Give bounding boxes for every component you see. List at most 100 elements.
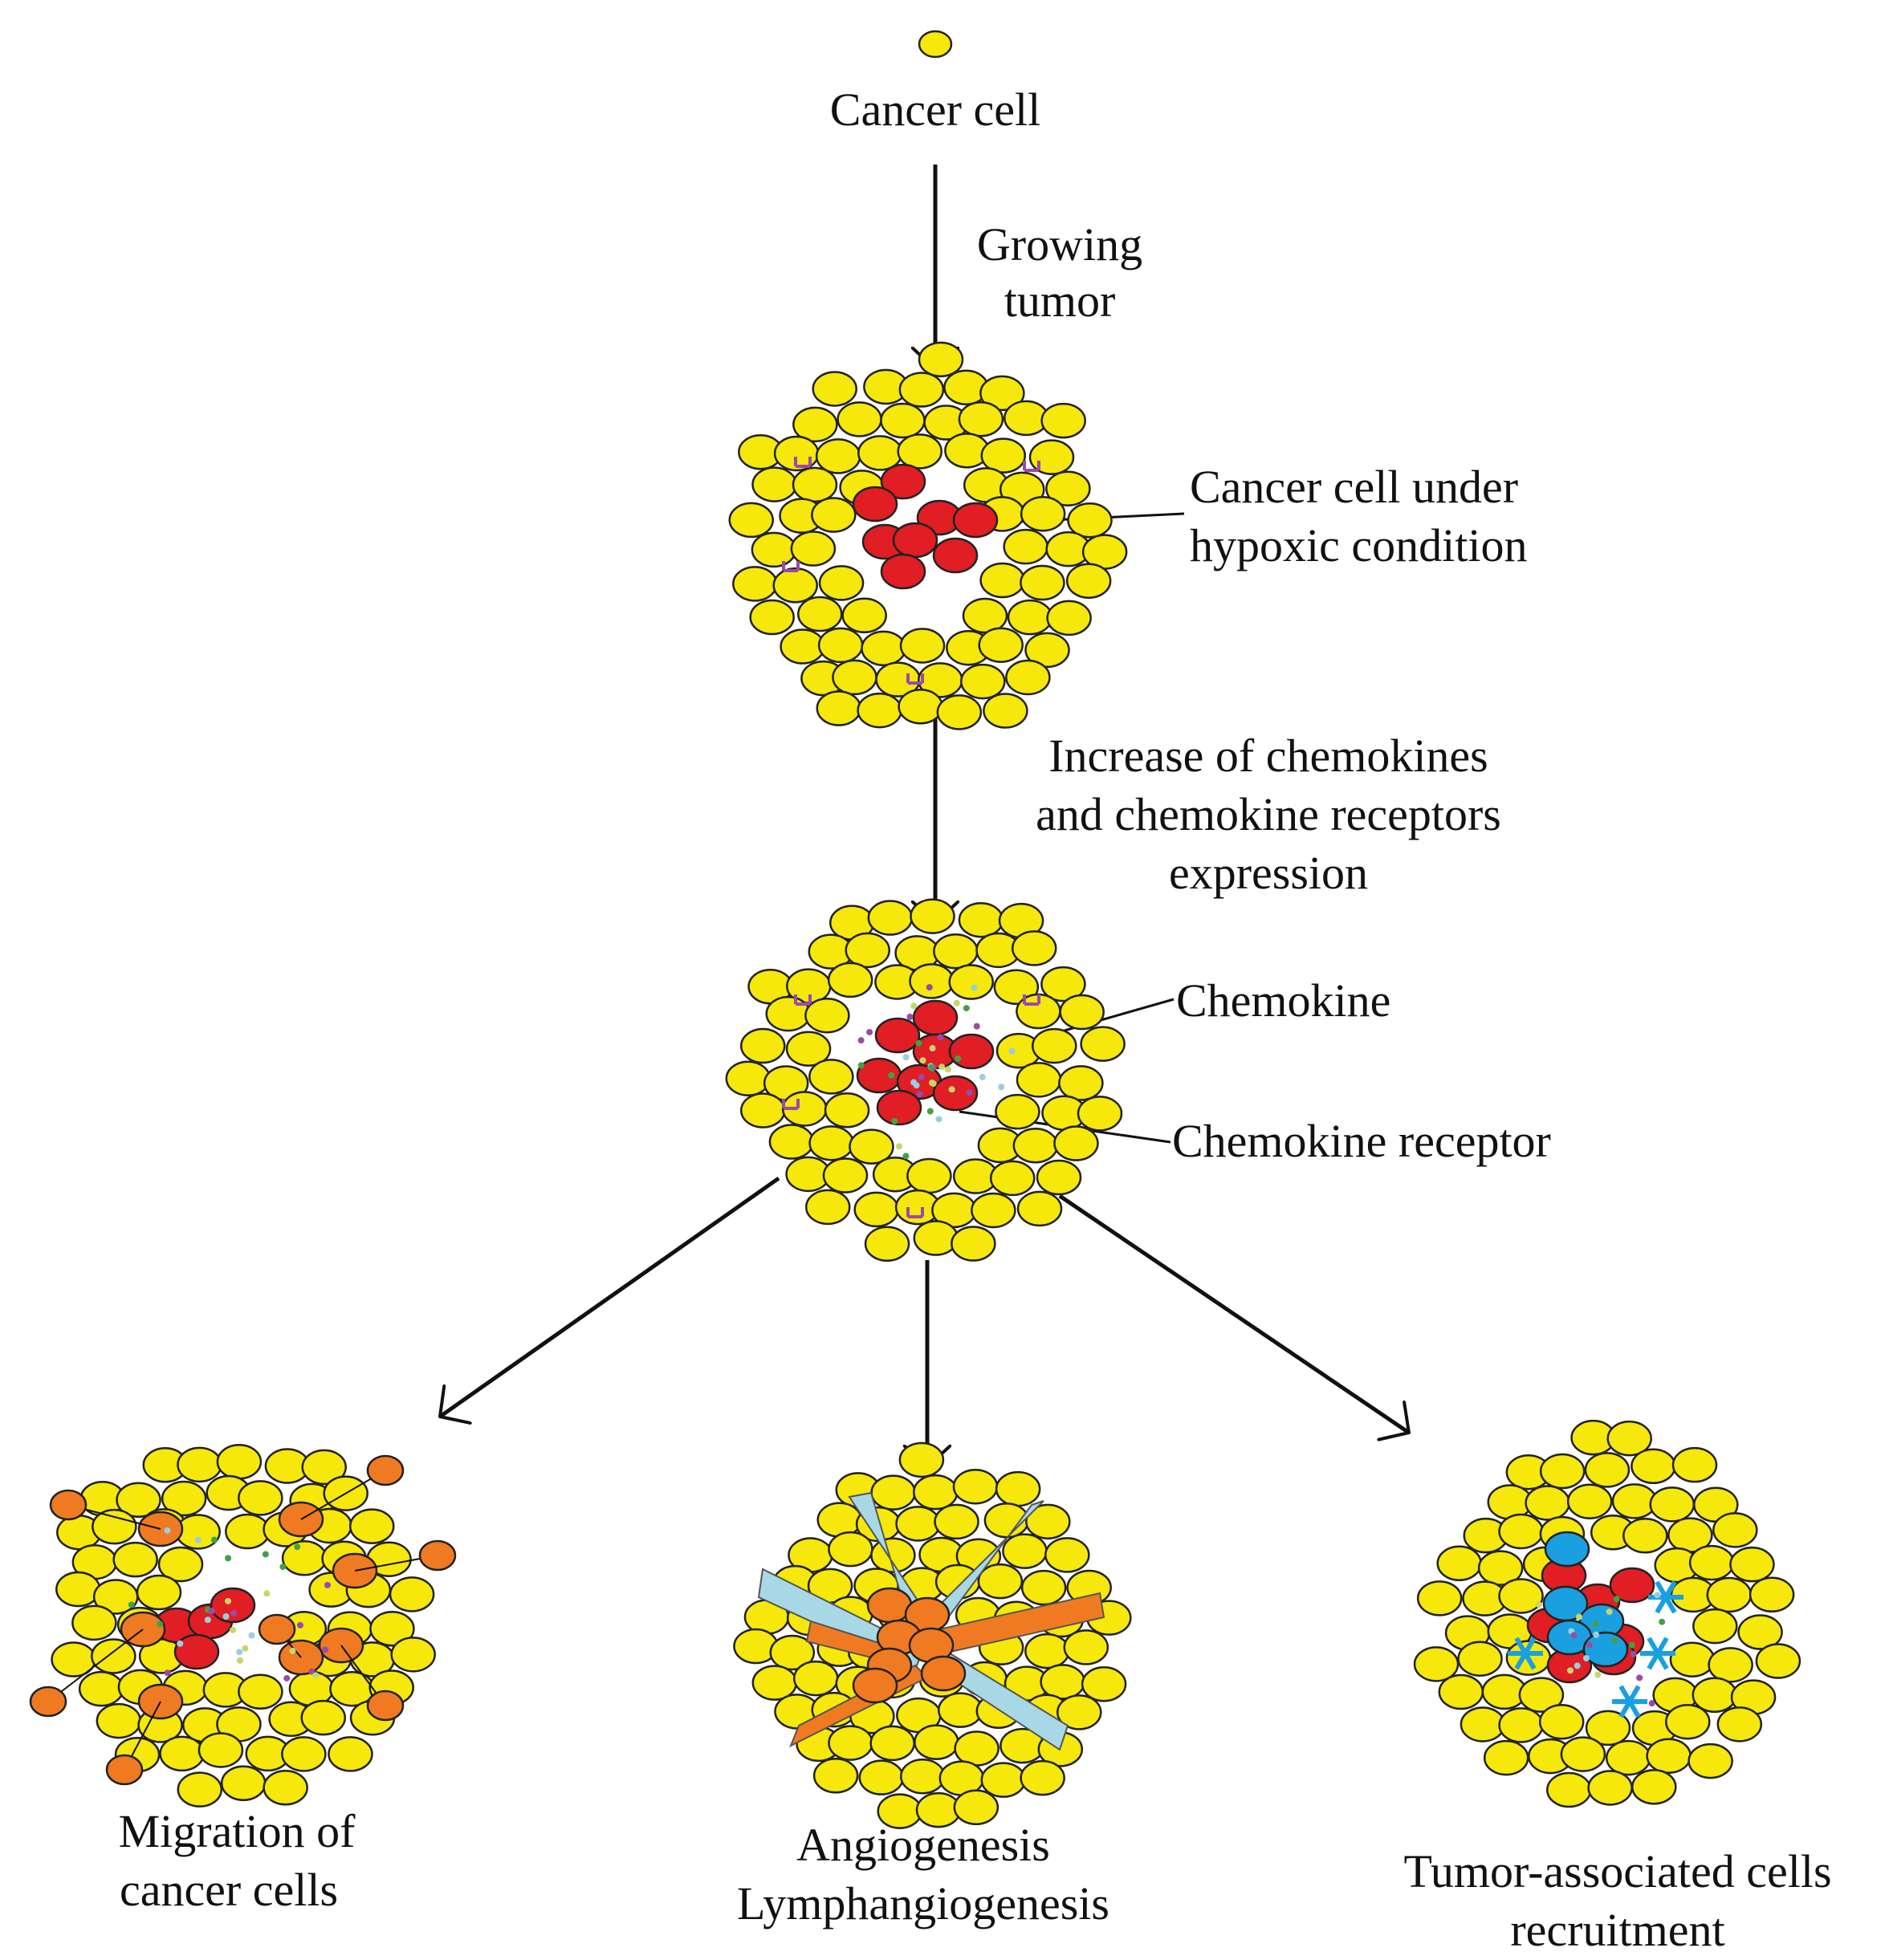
cancer-cell xyxy=(900,373,943,407)
cancer-cell xyxy=(79,1672,123,1706)
chemokine-dot xyxy=(858,1037,865,1043)
cancer-cell xyxy=(995,1095,1039,1128)
cancer-cell xyxy=(1589,1771,1632,1804)
chemokine-dot xyxy=(236,1649,242,1655)
label-lymphangiogenesis: Lymphangiogenesis xyxy=(690,1874,1156,1934)
cancer-cell xyxy=(222,1767,265,1800)
label-growing-tumor-line2: tumor xyxy=(939,271,1180,331)
cancer-cell xyxy=(846,933,890,967)
cancer-cell xyxy=(900,1443,943,1477)
chemokine-dot xyxy=(297,1622,303,1629)
cancer-cell xyxy=(914,1475,957,1509)
chemokine-dot xyxy=(1629,1642,1635,1649)
cancer-cell xyxy=(1003,1535,1046,1568)
cancer-cell xyxy=(959,402,1003,436)
cancer-cell xyxy=(97,1704,140,1738)
chemokine-dot xyxy=(1009,1048,1016,1055)
cancer-cell xyxy=(1082,1667,1126,1701)
migrated-cell xyxy=(31,1687,66,1716)
cancer-cell xyxy=(805,998,849,1032)
cancer-cell xyxy=(199,1733,242,1767)
cancer-cell xyxy=(177,1448,221,1482)
cancer-cell xyxy=(961,665,1004,698)
cancer-cell xyxy=(770,1125,813,1159)
label-chemokine-receptor: Chemokine receptor xyxy=(1172,1112,1551,1171)
cancer-cell xyxy=(114,1543,157,1576)
angiogenesis-cluster xyxy=(734,1443,1130,1828)
cancer-cell xyxy=(282,1737,325,1771)
chemokine-dot xyxy=(225,1555,231,1561)
cancer-cell xyxy=(951,1226,995,1260)
chemokine-dot xyxy=(963,1005,970,1011)
chemokine-dot xyxy=(938,1063,945,1070)
cancer-cell xyxy=(1632,1770,1675,1803)
chemokine-dot xyxy=(165,1669,171,1676)
cancer-cell xyxy=(813,372,857,405)
cancer-cell xyxy=(1689,1744,1732,1778)
cancer-cell xyxy=(1606,1741,1650,1775)
cancer-cell xyxy=(858,693,902,727)
cancer-cell xyxy=(1014,1128,1057,1162)
cancer-cell xyxy=(954,1470,997,1503)
cancer-cell xyxy=(1025,1634,1069,1668)
cancer-cell xyxy=(741,1094,784,1128)
cancer-cell xyxy=(1690,1546,1733,1580)
cancer-cell xyxy=(862,632,906,665)
cancer-cell xyxy=(1547,1773,1590,1807)
chemokine-dot xyxy=(927,1108,934,1115)
cancer-cell xyxy=(302,1701,345,1734)
cancer-cell xyxy=(1709,1648,1753,1681)
chemokine-dot xyxy=(1614,1596,1620,1602)
label-increase-line1: Increase of chemokines xyxy=(987,726,1549,786)
cancer-cell xyxy=(767,997,810,1031)
chemokine-dot xyxy=(205,1616,211,1623)
immune-cell xyxy=(1584,1633,1627,1666)
cancer-cell xyxy=(1561,1738,1605,1771)
chemokine-dot xyxy=(1659,1619,1665,1625)
cancer-cell xyxy=(1042,404,1085,437)
cancer-cell xyxy=(1048,601,1091,635)
cancer-cell xyxy=(264,1771,307,1804)
chemokine-dot xyxy=(209,1608,215,1614)
cancer-cell xyxy=(809,1059,853,1093)
chemokine-dot xyxy=(279,1564,286,1570)
cancer-cell xyxy=(860,1761,903,1795)
cancer-cell xyxy=(914,1221,958,1254)
cancer-cell xyxy=(1065,1630,1108,1664)
cancer-cell xyxy=(865,1227,909,1261)
cancer-cell xyxy=(1018,1192,1061,1226)
chemokine-dot xyxy=(955,1055,961,1062)
chemokine-dot xyxy=(1592,1620,1598,1627)
cancer-cell xyxy=(730,503,773,537)
hypoxic-cell xyxy=(853,487,897,521)
chemokine-dot xyxy=(914,1082,920,1088)
migrating-cell xyxy=(868,1588,911,1622)
migrated-cell xyxy=(368,1456,403,1485)
label-angiogenesis: Angiogenesis xyxy=(723,1816,1124,1875)
cancer-cell xyxy=(817,692,861,726)
cancer-cell xyxy=(983,694,1027,728)
chemokine-dot xyxy=(1636,1674,1643,1681)
chemokine-dot xyxy=(1612,1637,1618,1644)
hypoxic-tumor xyxy=(730,343,1126,730)
chemokine-dot xyxy=(1571,1632,1578,1638)
cancer-cell xyxy=(1673,1448,1716,1482)
cancer-cell xyxy=(1631,1450,1675,1483)
cancer-cell xyxy=(1484,1741,1528,1775)
hypoxic-cell xyxy=(894,523,937,557)
cancer-cell xyxy=(919,343,963,376)
cancer-cell xyxy=(1718,1707,1761,1741)
cancer-cell xyxy=(792,532,835,566)
cancer-cell xyxy=(1623,1519,1667,1552)
chemokine-dot xyxy=(164,1527,170,1534)
cancer-cell xyxy=(898,434,942,468)
cancer-cell xyxy=(812,498,855,532)
cancer-cell xyxy=(161,1737,204,1771)
chemokine-dot xyxy=(128,1601,135,1608)
chemokine-dot xyxy=(237,1657,243,1664)
cancer-cell xyxy=(819,628,862,662)
cancer-cell xyxy=(914,1726,958,1759)
cancer-cell xyxy=(1671,1643,1714,1677)
single-cancer-cell xyxy=(919,31,951,57)
hypoxic-cell xyxy=(881,555,925,588)
